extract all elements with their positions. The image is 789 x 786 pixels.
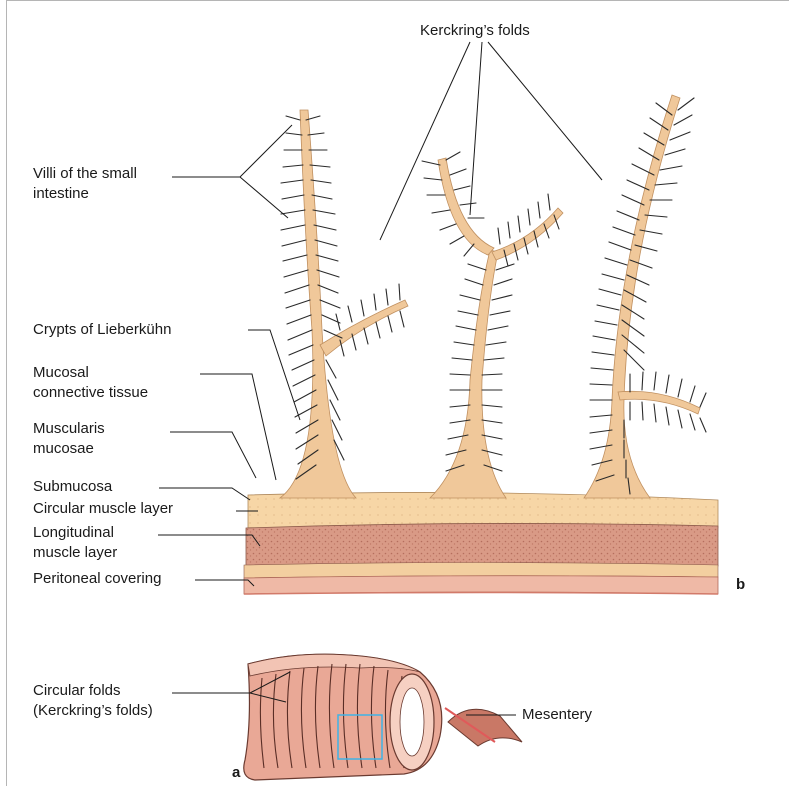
- villi-fringe: [281, 98, 706, 494]
- leader-submucosa: [159, 488, 250, 500]
- leader-lines: [158, 42, 602, 715]
- label-villi-line1: Villi of the small: [33, 165, 137, 183]
- label-mucosal-line2: connective tissue: [33, 384, 148, 402]
- villi-fold-3: [590, 98, 706, 494]
- villi-fold-2: [422, 152, 559, 471]
- villi-fold-1: [281, 116, 404, 479]
- leader-mucosal: [200, 374, 276, 480]
- peritoneal-layer: [244, 576, 718, 594]
- leader-kerckring-2: [470, 42, 482, 215]
- label-submucosa: Submucosa: [33, 478, 112, 496]
- label-mesentery: Mesentery: [522, 706, 592, 724]
- fold-core-1: [280, 110, 356, 498]
- leader-kerckring-3: [488, 42, 602, 180]
- label-longitudinal-line2: muscle layer: [33, 544, 117, 562]
- label-muscularis-line2: mucosae: [33, 440, 94, 458]
- label-villi-line2: intestine: [33, 185, 89, 203]
- label-longitudinal-line1: Longitudinal: [33, 524, 114, 542]
- intestine-tube: [244, 654, 522, 780]
- wall-layers: [244, 492, 718, 594]
- panel-letter-a: a: [232, 764, 240, 781]
- label-circular-folds-line1: Circular folds: [33, 682, 121, 700]
- leader-longitudinal: [158, 535, 260, 546]
- label-kerckrings-folds-top: Kerckring’s folds: [420, 22, 530, 40]
- label-circular-muscle: Circular muscle layer: [33, 500, 173, 518]
- label-crypts: Crypts of Lieberkühn: [33, 321, 171, 339]
- label-circular-folds-line2: (Kerckring’s folds): [33, 702, 153, 720]
- leader-villi: [172, 125, 292, 218]
- label-muscularis-line1: Muscularis: [33, 420, 105, 438]
- panel-letter-b: b: [736, 576, 745, 593]
- label-peritoneal: Peritoneal covering: [33, 570, 161, 588]
- leader-muscularis: [170, 432, 256, 478]
- leader-crypts: [248, 330, 300, 420]
- label-mucosal-line1: Mucosal: [33, 364, 89, 382]
- fold-core-3: [584, 95, 680, 498]
- circular-muscle-layer: [246, 523, 718, 566]
